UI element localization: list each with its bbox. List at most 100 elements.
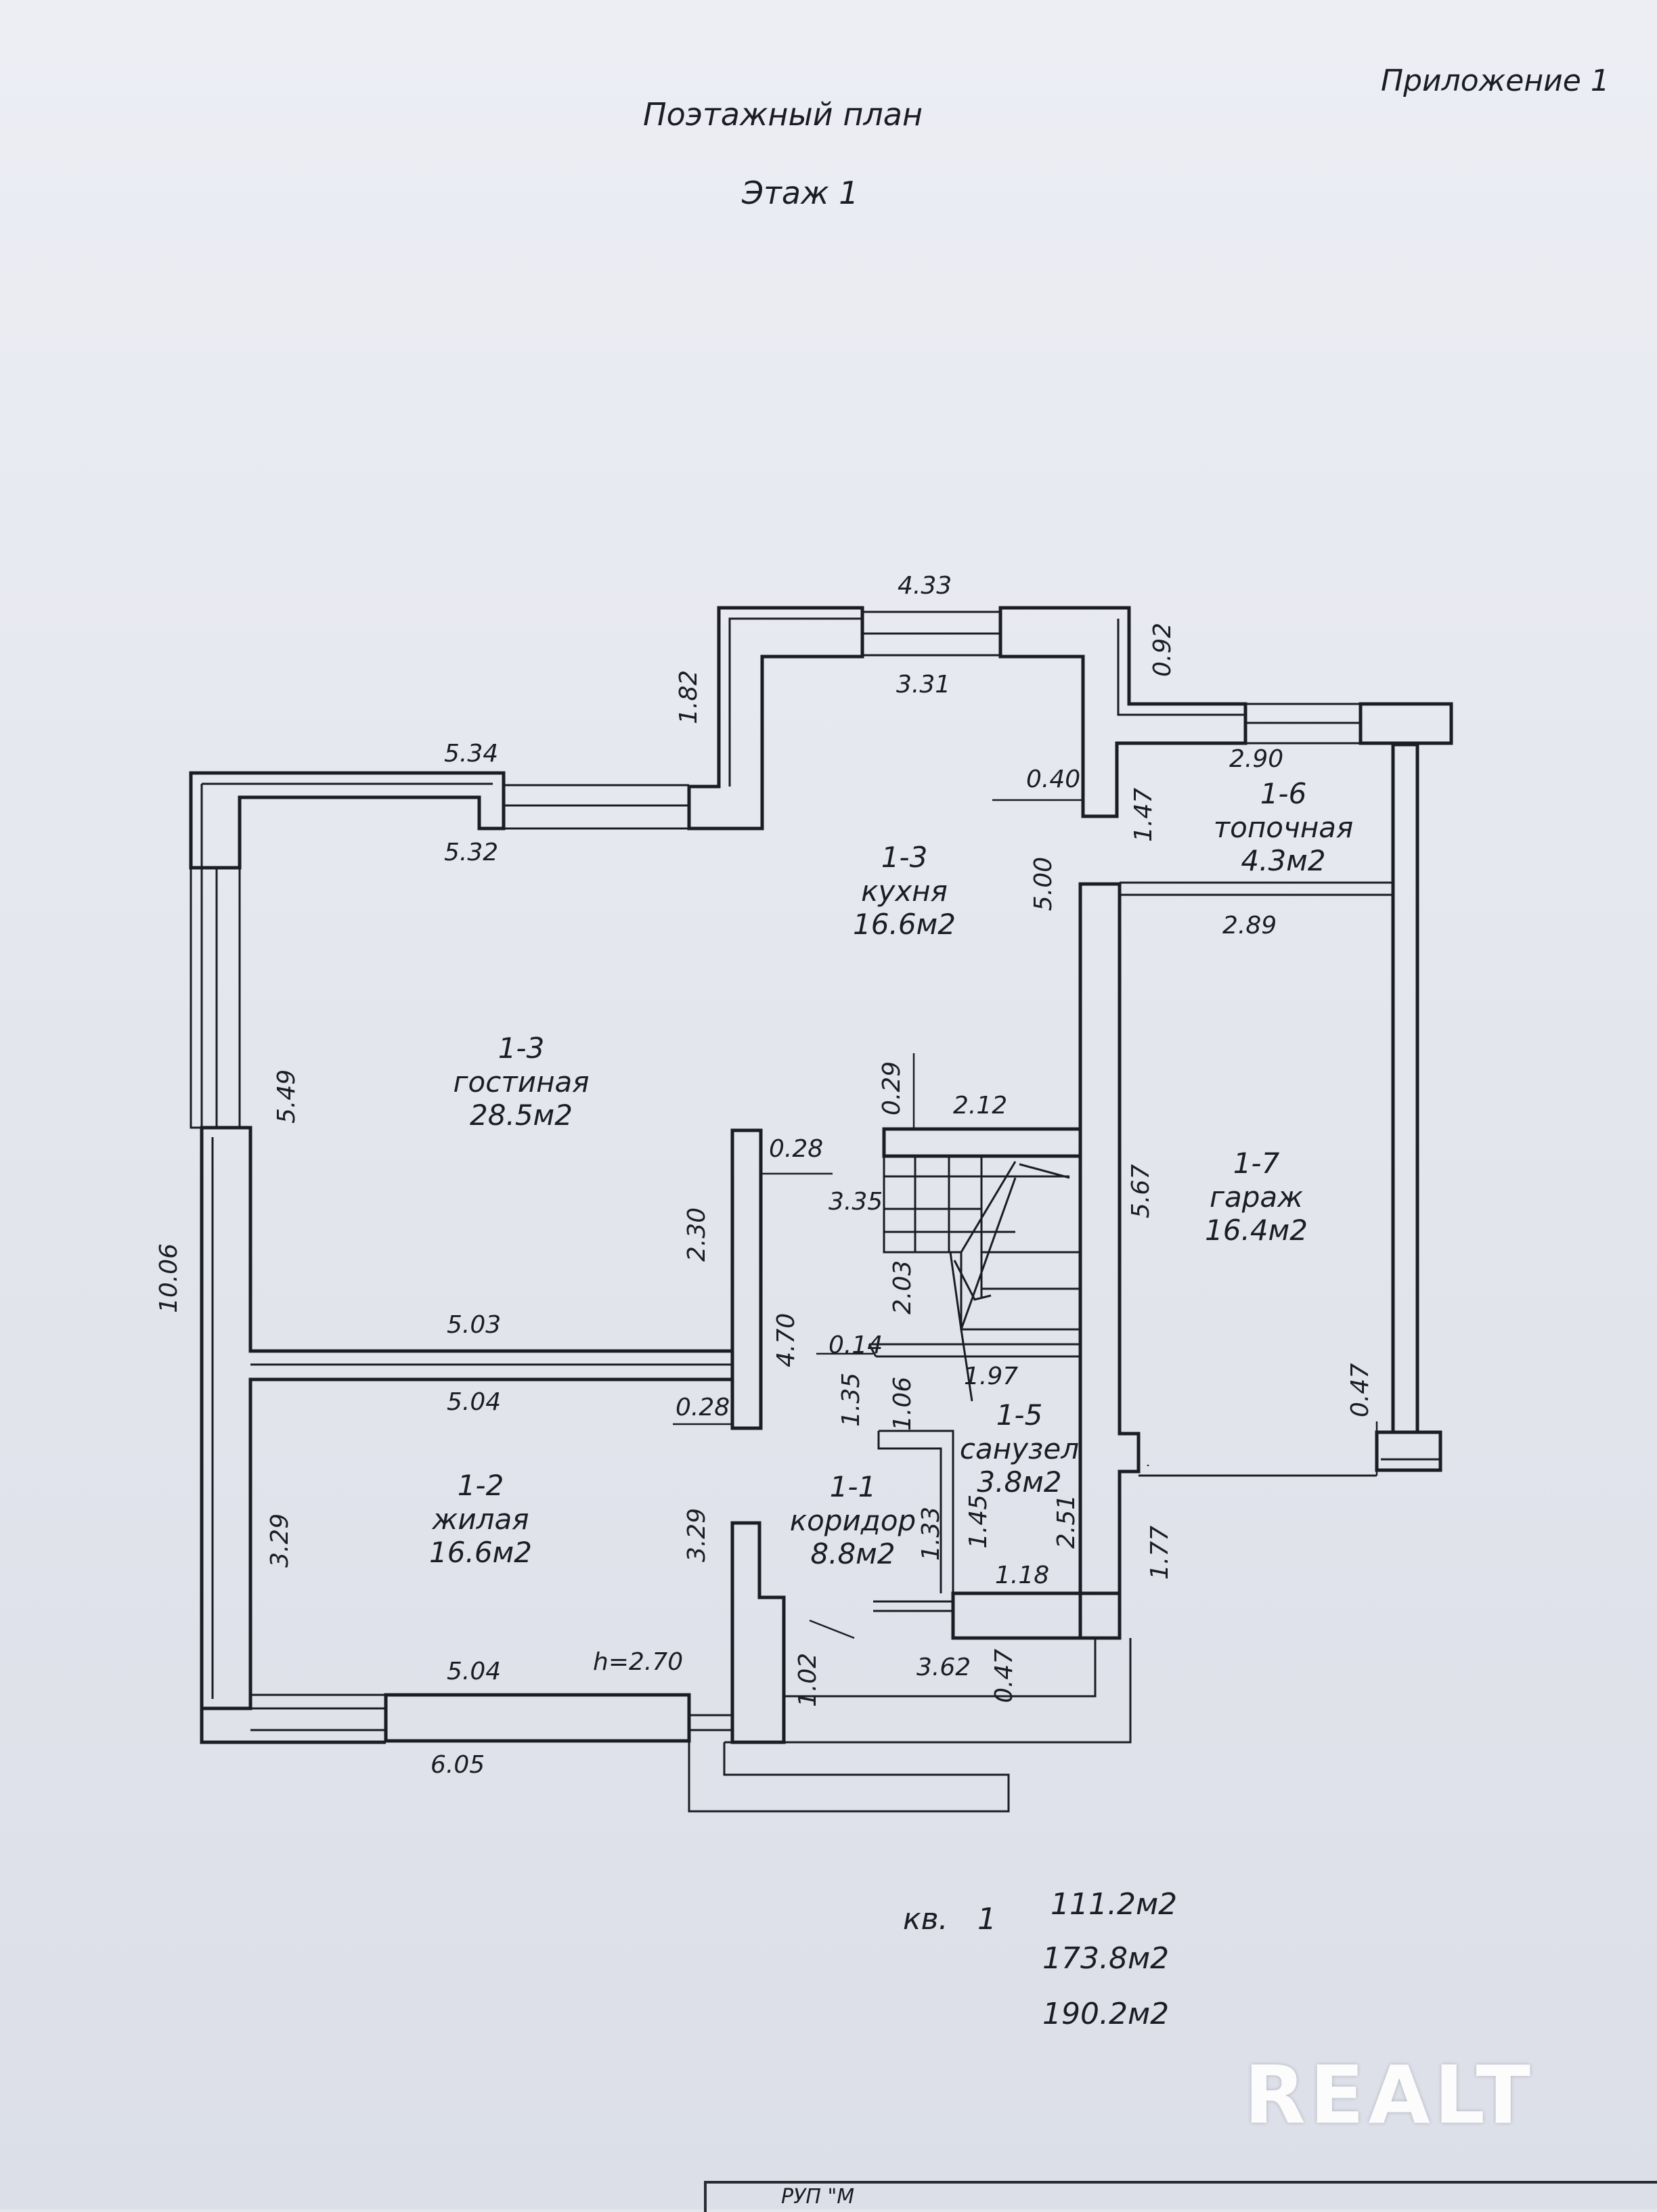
apartment-label: кв. [903,1902,948,1937]
dim-605: 6.05 [430,1751,485,1779]
dim-329a: 3.29 [266,1513,294,1568]
room-bedroom-area: 16.6м2 [429,1536,532,1570]
realt-watermark: REALT [1244,2048,1534,2142]
dim-197: 1.97 [964,1363,1019,1390]
bathroom-partitions [868,1343,1080,1612]
dim-329b: 3.29 [683,1507,711,1562]
dim-118: 1.18 [995,1562,1050,1589]
room-bedroom-number: 1-2 [457,1469,504,1502]
dim-500: 5.00 [1030,856,1057,911]
wall-bottom [250,1694,386,1731]
dim-182: 1.82 [675,669,703,724]
dim-102: 1.02 [794,1652,822,1707]
room-kitchen-number: 1-3 [881,841,928,874]
room-boiler-area: 4.3м2 [1241,844,1326,878]
room-living-name: гостиная [453,1065,590,1099]
wall-kitchen-right-top [998,606,1247,818]
dim-203: 2.03 [889,1260,916,1314]
room-kitchen-area: 16.6м2 [853,908,956,942]
dim-335: 3.35 [828,1188,883,1216]
room-garage-name: гараж [1209,1180,1304,1214]
room-bathroom-area: 3.8м2 [977,1465,1062,1499]
dim-1006: 10.06 [155,1243,183,1313]
apartment-number: 1 [977,1902,996,1937]
room-corridor-number: 1-1 [829,1470,877,1503]
dim-106: 1.06 [889,1376,916,1431]
wall-bathroom-bottom [951,1591,1122,1640]
dim-433: 4.33 [898,572,952,600]
room-living: 1-3 гостиная 28.5м2 [420,1032,623,1132]
dim-289: 2.89 [1222,912,1277,939]
title-block-stamp: РУП "М [704,2181,1657,2212]
wall-garage-right-corner [1375,1430,1442,1472]
dimension-leaders [673,799,1378,1639]
wall-bottom-window-right [689,1714,732,1731]
dim-532: 5.32 [444,839,499,866]
room-living-area: 28.5м2 [470,1099,573,1132]
dim-135: 1.35 [837,1372,865,1427]
dim-147: 1.47 [1130,787,1157,842]
wall-garage-right [1391,743,1419,1434]
dim-534: 5.34 [444,740,499,768]
dim-133: 1.33 [917,1506,945,1561]
window-living-top [504,784,689,830]
room-bedroom-name: жилая [432,1502,529,1536]
porch-outline [688,1638,1132,1813]
stamp-text: РУП "М [781,2185,855,2209]
floor-title: Этаж 1 [742,175,859,211]
wall-kitchen-right-top-inner [1117,619,1245,716]
room-living-number: 1-3 [498,1032,545,1065]
dim-504b: 5.04 [447,1658,502,1685]
dim-503: 5.03 [447,1311,502,1339]
dim-549: 5.49 [273,1069,301,1124]
dim-047a: 0.47 [1346,1363,1374,1417]
partition-boiler-garage [1120,881,1393,896]
window-boiler [1245,703,1361,745]
room-corridor-name: коридор [789,1503,916,1537]
dim-047b: 0.47 [990,1648,1018,1703]
wall-corner-ne [1358,702,1453,745]
dim-230: 2.30 [683,1207,711,1262]
dim-362: 3.62 [916,1654,971,1681]
room-kitchen-name: кухня [861,874,948,908]
room-garage-area: 16.4м2 [1205,1214,1308,1247]
dim-331: 3.31 [896,671,951,699]
room-corridor: 1-1 коридор 8.8м2 [765,1470,941,1571]
room-bedroom: 1-2 жилая 16.6м2 [379,1469,582,1570]
summary-area-2: 173.8м2 [1042,1941,1170,1976]
dim-h: h=2.70 [593,1648,684,1676]
dim-014: 0.14 [828,1331,883,1359]
staircase [883,1156,1080,1402]
wall-bottom-thick [384,1693,691,1743]
dim-251: 2.51 [1053,1494,1080,1549]
room-boiler-name: топочная [1213,810,1354,844]
dim-504a: 5.04 [447,1388,502,1416]
dim-212: 2.12 [953,1092,1008,1120]
dim-470: 4.70 [772,1312,800,1367]
partition-living-corridor [730,1128,763,1430]
dim-145: 1.45 [965,1494,992,1549]
dim-567: 5.67 [1127,1164,1155,1218]
dim-177: 1.77 [1146,1525,1174,1580]
wall-left-window [190,866,241,1129]
wall-bottom-left-end [200,1708,386,1744]
dim-290: 2.90 [1229,745,1284,773]
wall-kitchen-step-inner [728,617,862,787]
room-bathroom: 1-5 санузел 3.8м2 [945,1398,1094,1499]
dim-028b: 0.28 [676,1394,730,1421]
dim-092: 0.92 [1149,622,1176,677]
room-boiler: 1-6 топочная 4.3м2 [1182,777,1385,878]
room-garage-number: 1-7 [1233,1147,1280,1180]
room-boiler-number: 1-6 [1260,777,1307,810]
summary-area-3: 190.2м2 [1042,1997,1170,2031]
room-corridor-area: 8.8м2 [810,1537,896,1571]
room-bathroom-number: 1-5 [996,1398,1043,1432]
appendix-label: Приложение 1 [1381,64,1610,98]
room-bathroom-name: санузел [959,1432,1080,1465]
dim-029: 0.29 [878,1061,906,1115]
wall-kitchen-step [687,606,864,831]
wall-central-vertical [1078,882,1141,1640]
page-title: Поэтажный план [643,96,923,133]
